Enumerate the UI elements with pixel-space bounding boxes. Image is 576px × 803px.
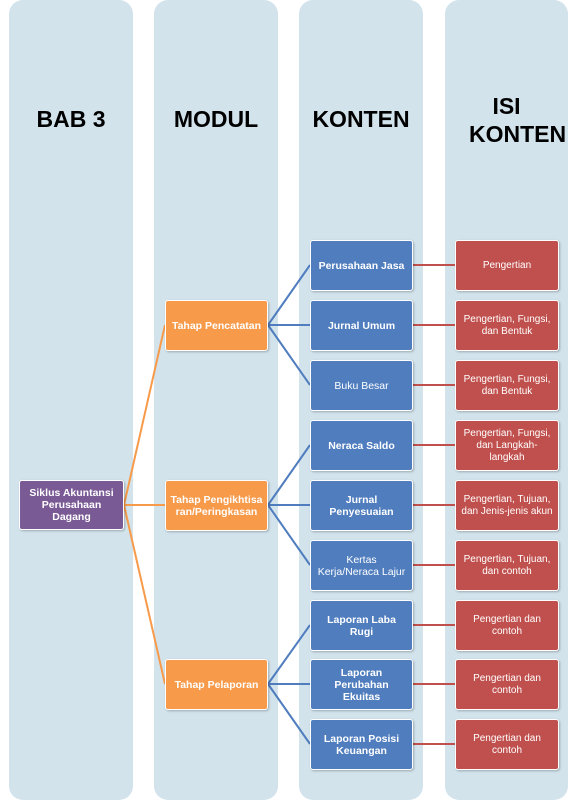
column-title-bab: BAB 3	[36, 106, 106, 132]
isi-label: Pengertian dan contoh	[473, 672, 541, 696]
konten-node-buku-besar[interactable]: Buku Besar	[310, 360, 413, 411]
konten-label: Kertas Kerja/Neraca Lajur	[317, 553, 406, 578]
isi-label: Pengertian dan contoh	[473, 613, 541, 637]
column-title-modul: MODUL	[173, 106, 259, 132]
column-bab: BAB 3	[9, 0, 133, 800]
modul-to-konten-connector	[267, 683, 311, 745]
modul-label: Tahap Pencatatan	[171, 319, 262, 332]
konten-node-jurnal-umum[interactable]: Jurnal Umum	[310, 300, 413, 351]
root-to-modul-connector	[123, 324, 166, 506]
konten-node-neraca-saldo[interactable]: Neraca Saldo	[310, 420, 413, 471]
isi-label: Pengertian dan contoh	[473, 732, 541, 756]
isi-label: Pengertian, Fungsi, dan Langkah-langkah	[463, 427, 551, 463]
modul-to-konten-connector	[267, 444, 311, 506]
modul-node-pengikhtisaran[interactable]: Tahap Pengikhtisaran/Peringkasan	[165, 480, 268, 531]
konten-label: Jurnal Umum	[327, 319, 396, 332]
isi-node-laporan-laba-rugi[interactable]: Pengertian dan contoh	[455, 600, 559, 651]
konten-label: Laporan Perubahan Ekuitas	[334, 666, 389, 703]
isi-label: Pengertian, Fungsi, dan Bentuk	[463, 373, 551, 397]
isi-label: Pengertian	[482, 259, 532, 271]
modul-to-konten-connector	[267, 324, 311, 386]
isi-label: Pengertian, Tujuan, dan Jenis-jenis akun	[461, 493, 553, 517]
konten-label: Buku Besar	[334, 379, 389, 392]
konten-label: Jurnal Penyesuaian	[329, 493, 394, 518]
modul-label: Tahap Pengikhtisaran/Peringkasan	[170, 493, 263, 518]
isi-node-jurnal-umum[interactable]: Pengertian, Fungsi, dan Bentuk	[455, 300, 559, 351]
isi-node-kertas-kerja[interactable]: Pengertian, Tujuan, dan contoh	[455, 540, 559, 591]
column-title-isi-konten: ISI KONTEN	[469, 93, 567, 147]
modul-node-pencatatan[interactable]: Tahap Pencatatan	[165, 300, 268, 351]
isi-node-buku-besar[interactable]: Pengertian, Fungsi, dan Bentuk	[455, 360, 559, 411]
konten-label: Laporan Laba Rugi	[327, 613, 396, 638]
konten-label: Perusahaan Jasa	[318, 259, 405, 272]
konten-label: Laporan Posisi Keuangan	[323, 732, 400, 757]
isi-node-laporan-perubahan-ekuitas[interactable]: Pengertian dan contoh	[455, 659, 559, 710]
konten-node-jurnal-penyesuaian[interactable]: Jurnal Penyesuaian	[310, 480, 413, 531]
isi-label: Pengertian, Tujuan, dan contoh	[463, 553, 551, 577]
konten-node-laporan-laba-rugi[interactable]: Laporan Laba Rugi	[310, 600, 413, 651]
modul-to-konten-connector	[267, 624, 311, 685]
modul-node-pelaporan[interactable]: Tahap Pelaporan	[165, 659, 268, 710]
root-to-modul-connector	[123, 504, 166, 685]
konten-node-perusahaan-jasa[interactable]: Perusahaan Jasa	[310, 240, 413, 291]
root-node[interactable]: Siklus Akuntansi Perusahaan Dagang	[19, 480, 124, 530]
root-label: Siklus Akuntansi Perusahaan Dagang	[29, 487, 114, 523]
konten-node-kertas-kerja[interactable]: Kertas Kerja/Neraca Lajur	[310, 540, 413, 591]
konten-node-laporan-posisi-keuangan[interactable]: Laporan Posisi Keuangan	[310, 719, 413, 770]
modul-label: Tahap Pelaporan	[174, 678, 259, 691]
konten-node-laporan-perubahan-ekuitas[interactable]: Laporan Perubahan Ekuitas	[310, 659, 413, 710]
isi-node-jurnal-penyesuaian[interactable]: Pengertian, Tujuan, dan Jenis-jenis akun	[455, 480, 559, 531]
modul-to-konten-connector	[267, 264, 311, 326]
column-title-konten: KONTEN	[312, 106, 410, 132]
isi-node-laporan-posisi-keuangan[interactable]: Pengertian dan contoh	[455, 719, 559, 770]
konten-label: Neraca Saldo	[328, 439, 395, 452]
modul-to-konten-connector	[267, 504, 311, 566]
isi-label: Pengertian, Fungsi, dan Bentuk	[463, 313, 551, 337]
isi-node-neraca-saldo[interactable]: Pengertian, Fungsi, dan Langkah-langkah	[455, 420, 559, 471]
isi-node-perusahaan-jasa[interactable]: Pengertian	[455, 240, 559, 291]
